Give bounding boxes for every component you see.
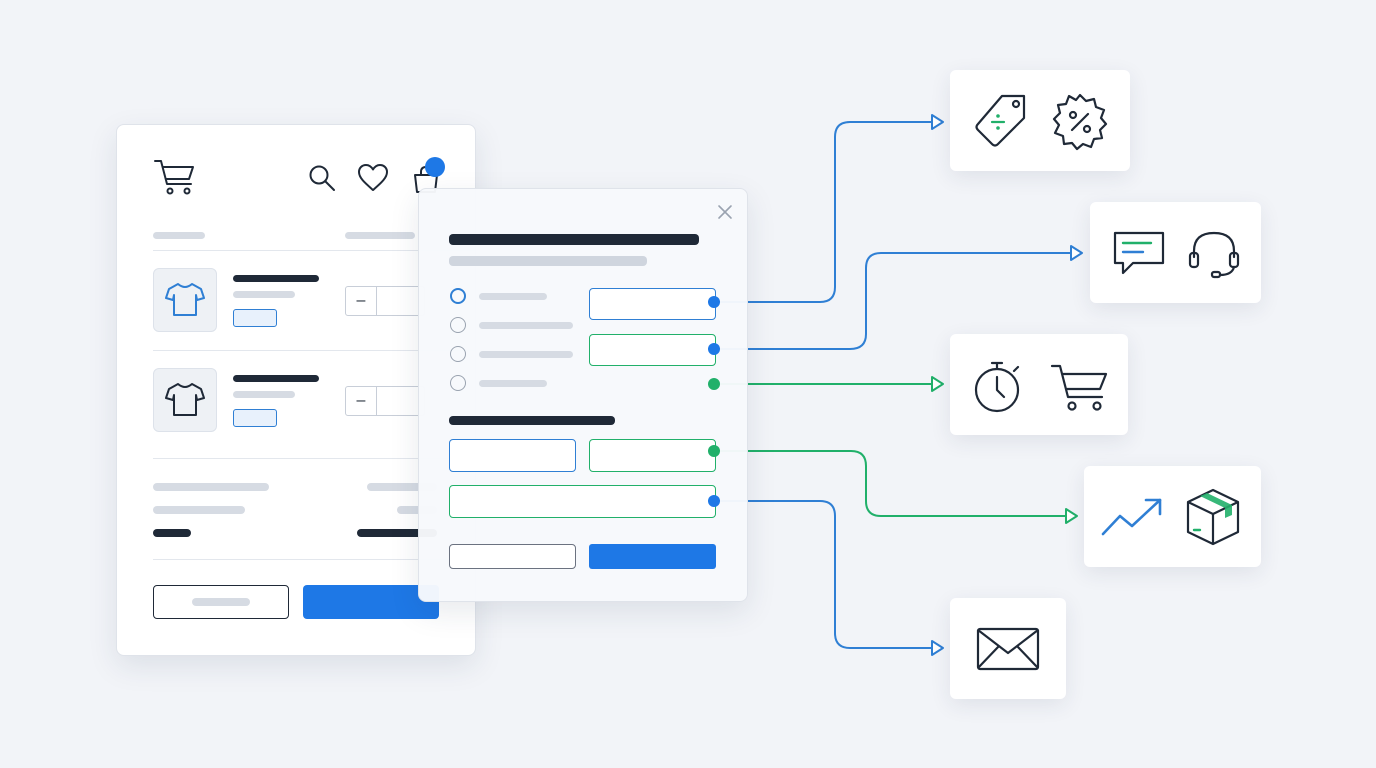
support-card[interactable]: [1090, 202, 1261, 303]
dialog-submit-button[interactable]: [589, 544, 716, 569]
tshirt-icon: [165, 383, 205, 416]
cart-icon[interactable]: [153, 157, 197, 197]
form-field-2[interactable]: [589, 334, 716, 366]
discount-tag-icon: [975, 94, 1026, 147]
radio-label: [479, 293, 547, 300]
product-title: [233, 375, 319, 382]
summary-line: [153, 483, 269, 491]
heart-icon[interactable]: [357, 163, 389, 193]
chat-bubble-icon: [1113, 231, 1165, 275]
summary-value: [367, 483, 437, 491]
divider: [153, 250, 475, 251]
trend-up-icon: [1101, 498, 1162, 536]
email-card[interactable]: [950, 598, 1066, 699]
tshirt-icon: [165, 283, 205, 316]
percent-badge-icon: [1052, 93, 1108, 151]
section-heading: [449, 416, 615, 425]
column-header-quantity: [345, 232, 415, 239]
product-thumbnail[interactable]: [153, 368, 217, 432]
radio-label: [479, 351, 573, 358]
connector-dot: [708, 296, 720, 308]
divider: [153, 458, 475, 459]
cart-icon: [1050, 364, 1108, 411]
headset-icon: [1188, 231, 1240, 279]
checkout-button[interactable]: [303, 585, 439, 619]
product-price-tag: [233, 309, 277, 327]
product-price-tag: [233, 409, 277, 427]
radio-option-4[interactable]: [450, 375, 466, 391]
product-thumbnail[interactable]: [153, 268, 217, 332]
form-field-5[interactable]: [449, 485, 716, 518]
stopwatch-icon: [974, 361, 1020, 413]
summary-total-value: [357, 529, 437, 537]
search-icon[interactable]: [307, 163, 337, 193]
radio-label: [479, 322, 573, 329]
radio-option-2[interactable]: [450, 317, 466, 333]
quantity-minus-button[interactable]: –: [346, 387, 377, 415]
column-header-product: [153, 232, 205, 239]
connector-dot: [708, 495, 720, 507]
form-field-1[interactable]: [589, 288, 716, 320]
package-icon: [1186, 488, 1240, 546]
summary-total-label: [153, 529, 191, 537]
form-field-3[interactable]: [449, 439, 576, 472]
quick-checkout-card[interactable]: [950, 334, 1128, 435]
form-dialog: [418, 188, 748, 602]
promotions-card[interactable]: [950, 70, 1130, 171]
shipping-card[interactable]: [1084, 466, 1261, 567]
close-icon[interactable]: [717, 204, 733, 220]
button-label: [192, 598, 250, 606]
divider: [153, 350, 475, 351]
secondary-button[interactable]: [153, 585, 289, 619]
quantity-stepper[interactable]: –: [345, 286, 425, 316]
dialog-cancel-button[interactable]: [449, 544, 576, 569]
cart-panel: – –: [116, 124, 476, 656]
radio-option-1[interactable]: [450, 288, 466, 304]
connector-dot: [708, 343, 720, 355]
notification-dot: [425, 157, 445, 177]
divider: [153, 559, 475, 560]
product-subtitle: [233, 391, 295, 398]
radio-option-3[interactable]: [450, 346, 466, 362]
dialog-title: [449, 234, 699, 245]
product-title: [233, 275, 319, 282]
envelope-icon: [976, 627, 1040, 671]
summary-line: [153, 506, 245, 514]
quantity-stepper[interactable]: –: [345, 386, 425, 416]
connector-dot: [708, 445, 720, 457]
radio-label: [479, 380, 547, 387]
form-field-4[interactable]: [589, 439, 716, 472]
connector-dot: [708, 378, 720, 390]
summary-value: [397, 506, 437, 514]
product-subtitle: [233, 291, 295, 298]
quantity-minus-button[interactable]: –: [346, 287, 377, 315]
dialog-subtitle: [449, 256, 647, 266]
